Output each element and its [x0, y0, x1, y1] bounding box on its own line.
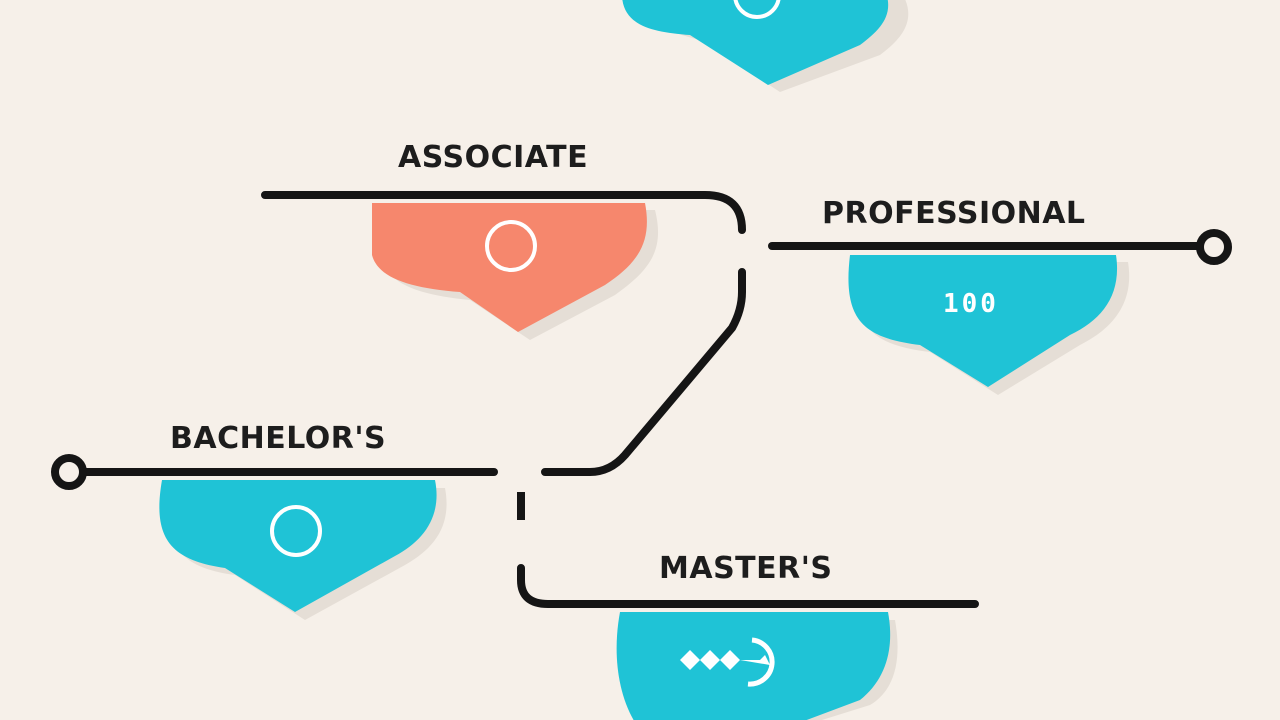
label-masters: MASTER'S [659, 551, 833, 586]
line-associate [261, 191, 746, 234]
label-professional: PROFESSIONAL [822, 196, 1086, 231]
node-masters [616, 612, 898, 720]
endpoint-ring-bachelors [51, 454, 87, 490]
node-professional [848, 255, 1130, 395]
node-associate [372, 203, 659, 340]
connector-lines [80, 191, 1204, 608]
line-masters [517, 564, 979, 608]
professional-code-text: 100 [943, 289, 999, 319]
node-top [622, 0, 909, 92]
label-associate: ASSOCIATE [398, 140, 589, 175]
circle-icon [270, 505, 322, 557]
endpoint-ring-professional [1196, 229, 1232, 265]
line-vertical-upper [541, 268, 746, 476]
circle-icon [485, 220, 537, 272]
node-professional-shape [848, 255, 1118, 387]
label-bachelors: BACHELOR'S [170, 421, 387, 456]
node-masters-shape [616, 612, 891, 720]
node-top-shape [622, 0, 889, 85]
circle-icon [733, 0, 781, 19]
node-bachelors [159, 480, 447, 620]
node-bachelors-shape [159, 480, 437, 612]
node-associate-shape [372, 203, 647, 332]
wave-circle-icon [680, 637, 775, 687]
